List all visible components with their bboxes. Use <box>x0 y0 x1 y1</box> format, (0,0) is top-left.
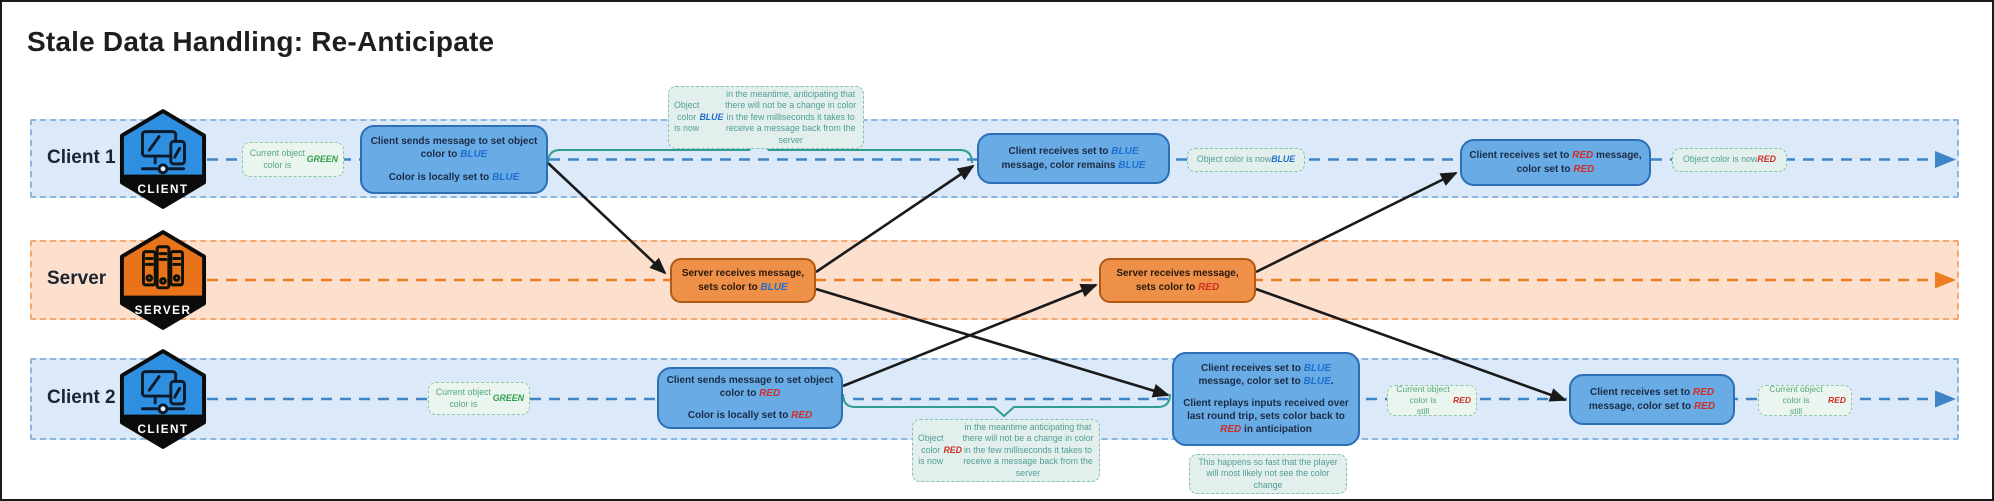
client2-badge: CLIENT <box>119 349 207 449</box>
box-client2-receive-blue-replay: Client receives set to BLUE message, col… <box>1172 352 1360 446</box>
note-client2-still-red-2: Current object color is still RED <box>1758 384 1852 416</box>
badge-band <box>121 414 205 447</box>
note-client2-meantime-red: Object color is now RED in the meantime … <box>912 419 1100 483</box>
badge-band <box>121 174 205 207</box>
timeline-arrowhead-server-icon <box>1935 271 1956 289</box>
brace-client2-anticipation <box>842 393 1171 418</box>
box-client1-receive-blue: Client receives set to BLUE message, col… <box>977 133 1170 184</box>
box-text: Client receives set to BLUE message, col… <box>1198 362 1334 387</box>
box-text: Client sends message to set object color… <box>666 374 834 399</box>
lane-label-client2: Client 2 <box>47 387 116 408</box>
arrow-server-to-c1recvblue <box>815 164 975 274</box>
arrow-c2send-to-server <box>842 283 1098 388</box>
lane-label-server: Server <box>47 268 107 289</box>
note-client1-now-red: Object color is now RED <box>1672 148 1787 172</box>
box-text: Server receives message, sets color to R… <box>1116 268 1239 293</box>
box-server-set-blue: Server receives message, sets color to B… <box>670 258 816 303</box>
note-client2-current-green: Current object color is GREEN <box>428 382 530 415</box>
box-text: Client receives set to RED message, colo… <box>1469 150 1642 175</box>
client-devices-icon <box>141 130 186 175</box>
page-title: Stale Data Handling: Re-Anticipate <box>27 26 495 57</box>
box-server-set-red: Server receives message, sets color to R… <box>1099 258 1256 303</box>
box-text: Server receives message, sets color to B… <box>681 268 805 293</box>
box-text: Color is locally set to RED <box>687 410 813 422</box>
box-client2-receive-red: Client receives set to RED message, colo… <box>1569 374 1735 425</box>
timeline-arrowhead-client2-icon <box>1935 390 1956 408</box>
box-text: Color is locally set to BLUE <box>388 171 520 183</box>
box-text: Client sends message to set object color… <box>370 136 538 161</box>
box-text: Client replays inputs received over last… <box>1183 397 1349 436</box>
lane-label-client1: Client 1 <box>47 147 116 168</box>
client1-badge: CLIENT <box>119 109 207 209</box>
badge-label: SERVER <box>135 304 192 317</box>
note-client1-meantime-blue: Object color is now BLUE in the meantime… <box>668 86 864 150</box>
note-client1-now-blue: Object color is now BLUE <box>1187 148 1305 172</box>
note-client1-current-green: Current object color is GREEN <box>242 142 344 177</box>
box-client1-send: Client sends message to set object color… <box>360 125 548 194</box>
server-badge: SERVER <box>119 230 207 330</box>
box-client2-send: Client sends message to set object color… <box>657 367 843 429</box>
note-client2-still-red-1: Current object color is still RED <box>1387 384 1477 416</box>
arrow-c1send-to-server <box>547 162 667 275</box>
server-racks-icon <box>141 245 185 290</box>
box-client1-receive-red: Client receives set to RED message, colo… <box>1460 139 1651 186</box>
badge-label: CLIENT <box>137 183 188 196</box>
client-devices-icon <box>141 370 186 415</box>
note-client2-so-fast: This happens so fast that the player wil… <box>1189 454 1347 495</box>
arrow-server-to-c1recvred <box>1255 171 1458 274</box>
timeline-arrowhead-client1-icon <box>1935 151 1956 168</box>
arrow-server-to-c2recvred <box>1255 287 1567 402</box>
badge-band <box>121 295 205 328</box>
box-text: Client receives set to RED message, colo… <box>1588 387 1716 412</box>
badge-label: CLIENT <box>137 423 188 436</box>
arrow-server-to-c2recvblue <box>815 287 1170 398</box>
box-text: Client receives set to BLUE message, col… <box>1001 146 1146 171</box>
